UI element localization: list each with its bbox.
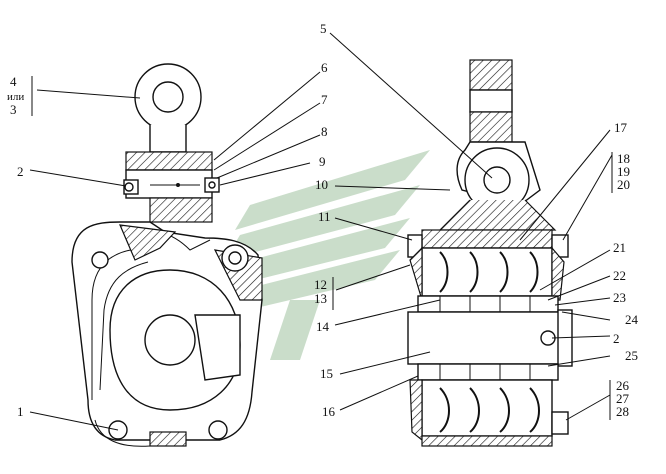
callout-19: 19: [617, 164, 630, 179]
callout-14: 14: [316, 319, 330, 334]
callout-labels: 4 или 3 6 7 8 2 9 1 5 17 18 19 20 10 11 …: [7, 21, 639, 419]
callout-26: 26: [616, 378, 630, 393]
callout-18: 18: [617, 151, 630, 166]
traverse: [123, 151, 220, 223]
callout-8: 8: [321, 124, 328, 139]
callout-3: 3: [10, 102, 17, 117]
callout-1: 1: [17, 404, 24, 419]
left-view: [71, 63, 263, 447]
callout-22: 22: [613, 268, 626, 283]
eye-ring: [134, 63, 202, 153]
axle: [438, 147, 557, 231]
callout-4: 4: [10, 74, 17, 89]
callout-12: 12: [314, 277, 327, 292]
callout-2-right: 2: [613, 331, 620, 346]
callout-23: 23: [613, 290, 626, 305]
callout-15: 15: [320, 366, 333, 381]
callout-5: 5: [320, 21, 327, 36]
leader-lines: [29, 32, 613, 431]
main-axle: [407, 309, 573, 367]
lower-sheaves: [409, 363, 569, 447]
callout-20: 20: [617, 177, 630, 192]
callout-27: 27: [616, 391, 630, 406]
callout-24: 24: [625, 312, 639, 327]
callout-2-left: 2: [17, 164, 24, 179]
callout-6: 6: [321, 60, 328, 75]
callout-25: 25: [625, 348, 638, 363]
callout-28: 28: [616, 404, 629, 419]
left-housing: [71, 221, 263, 447]
upper-sheaves: [407, 229, 569, 301]
callout-16: 16: [322, 404, 336, 419]
callout-21: 21: [613, 240, 626, 255]
callout-11: 11: [318, 209, 331, 224]
callout-7: 7: [321, 92, 328, 107]
callout-ili: или: [7, 91, 24, 103]
bearing-band: [417, 295, 559, 313]
callout-10: 10: [315, 177, 328, 192]
callout-13: 13: [314, 291, 327, 306]
callout-17: 17: [614, 120, 628, 135]
callout-9: 9: [319, 154, 326, 169]
right-view: [407, 59, 573, 447]
